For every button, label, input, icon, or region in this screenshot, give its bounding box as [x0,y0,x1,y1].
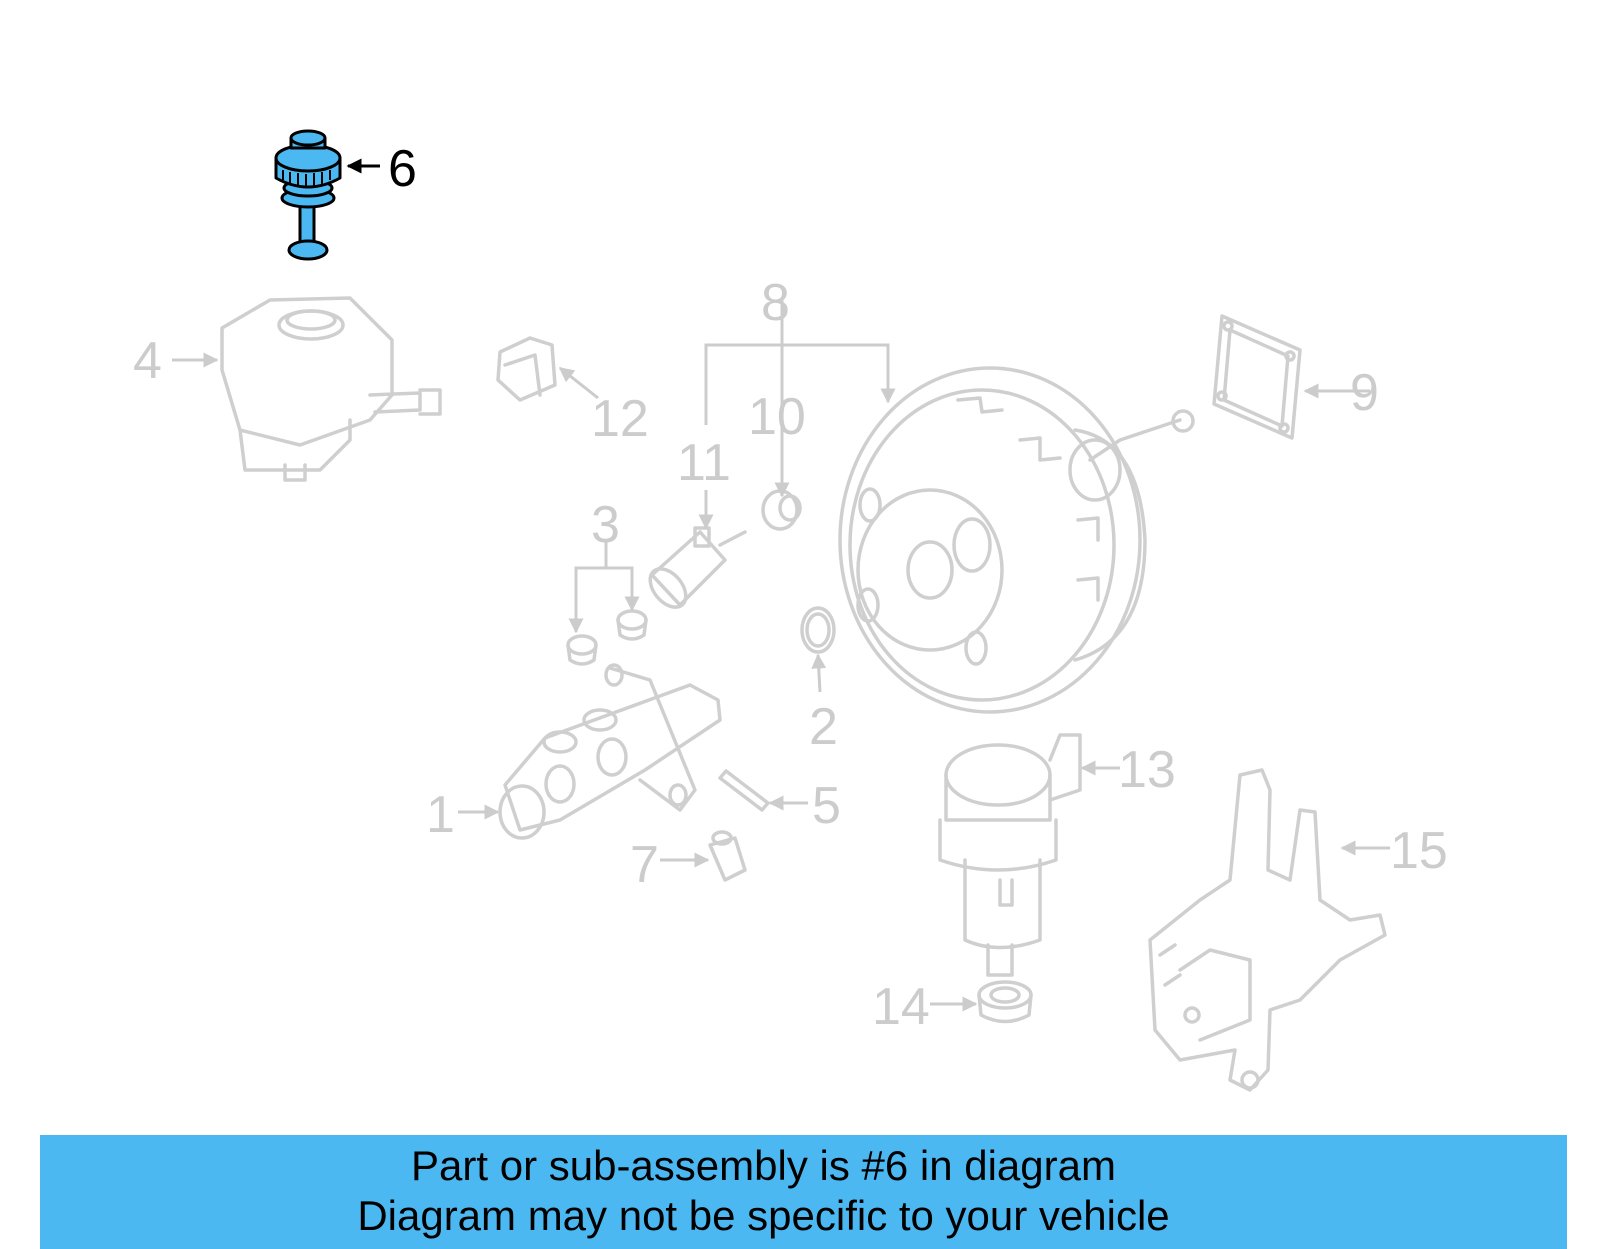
part-7-fitting[interactable] [708,830,747,882]
part-2-o-ring[interactable] [800,606,836,654]
callout-9: 9 [1350,364,1379,422]
callout-14: 14 [872,978,930,1036]
part-10-plug[interactable] [761,489,802,531]
callout-8: 8 [761,274,790,332]
callout-3: 3 [591,496,620,554]
part-8-brake-booster[interactable] [838,366,1195,714]
part-13-vacuum-pump[interactable] [938,733,1082,977]
part-5-pin[interactable] [718,769,770,812]
callout-7: 7 [630,836,659,894]
callout-1: 1 [426,786,455,844]
part-11-sensor[interactable] [643,526,747,614]
caption-banner: Part or sub-assembly is #6 in diagram Di… [40,1135,1567,1249]
part-1-master-cylinder[interactable] [498,663,722,840]
caption-line-2: Diagram may not be specific to your vehi… [357,1192,1170,1239]
part-9-gasket[interactable] [1212,314,1302,440]
callout-2: 2 [809,698,838,756]
callout-labels: 1 2 3 4 5 6 7 8 9 10 11 12 13 14 15 [133,140,1448,1036]
part-4-fluid-reservoir[interactable] [220,296,442,482]
callout-11: 11 [677,434,731,492]
callout-4: 4 [133,332,162,390]
leader-lines [172,158,1390,1012]
part-6-reservoir-cap[interactable] [274,129,342,261]
callout-15: 15 [1390,822,1448,880]
part-14-grommet[interactable] [977,980,1033,1024]
callout-13: 13 [1118,741,1176,799]
callout-12: 12 [591,390,649,448]
callout-6[interactable]: 6 [388,140,417,198]
part-15-mounting-bracket[interactable] [1148,768,1387,1092]
caption-line-1: Part or sub-assembly is #6 in diagram [411,1142,1116,1189]
callout-5: 5 [812,777,841,835]
part-3-grommets[interactable] [566,609,648,666]
part-12-bracket[interactable] [496,336,557,402]
callout-10: 10 [748,388,806,446]
